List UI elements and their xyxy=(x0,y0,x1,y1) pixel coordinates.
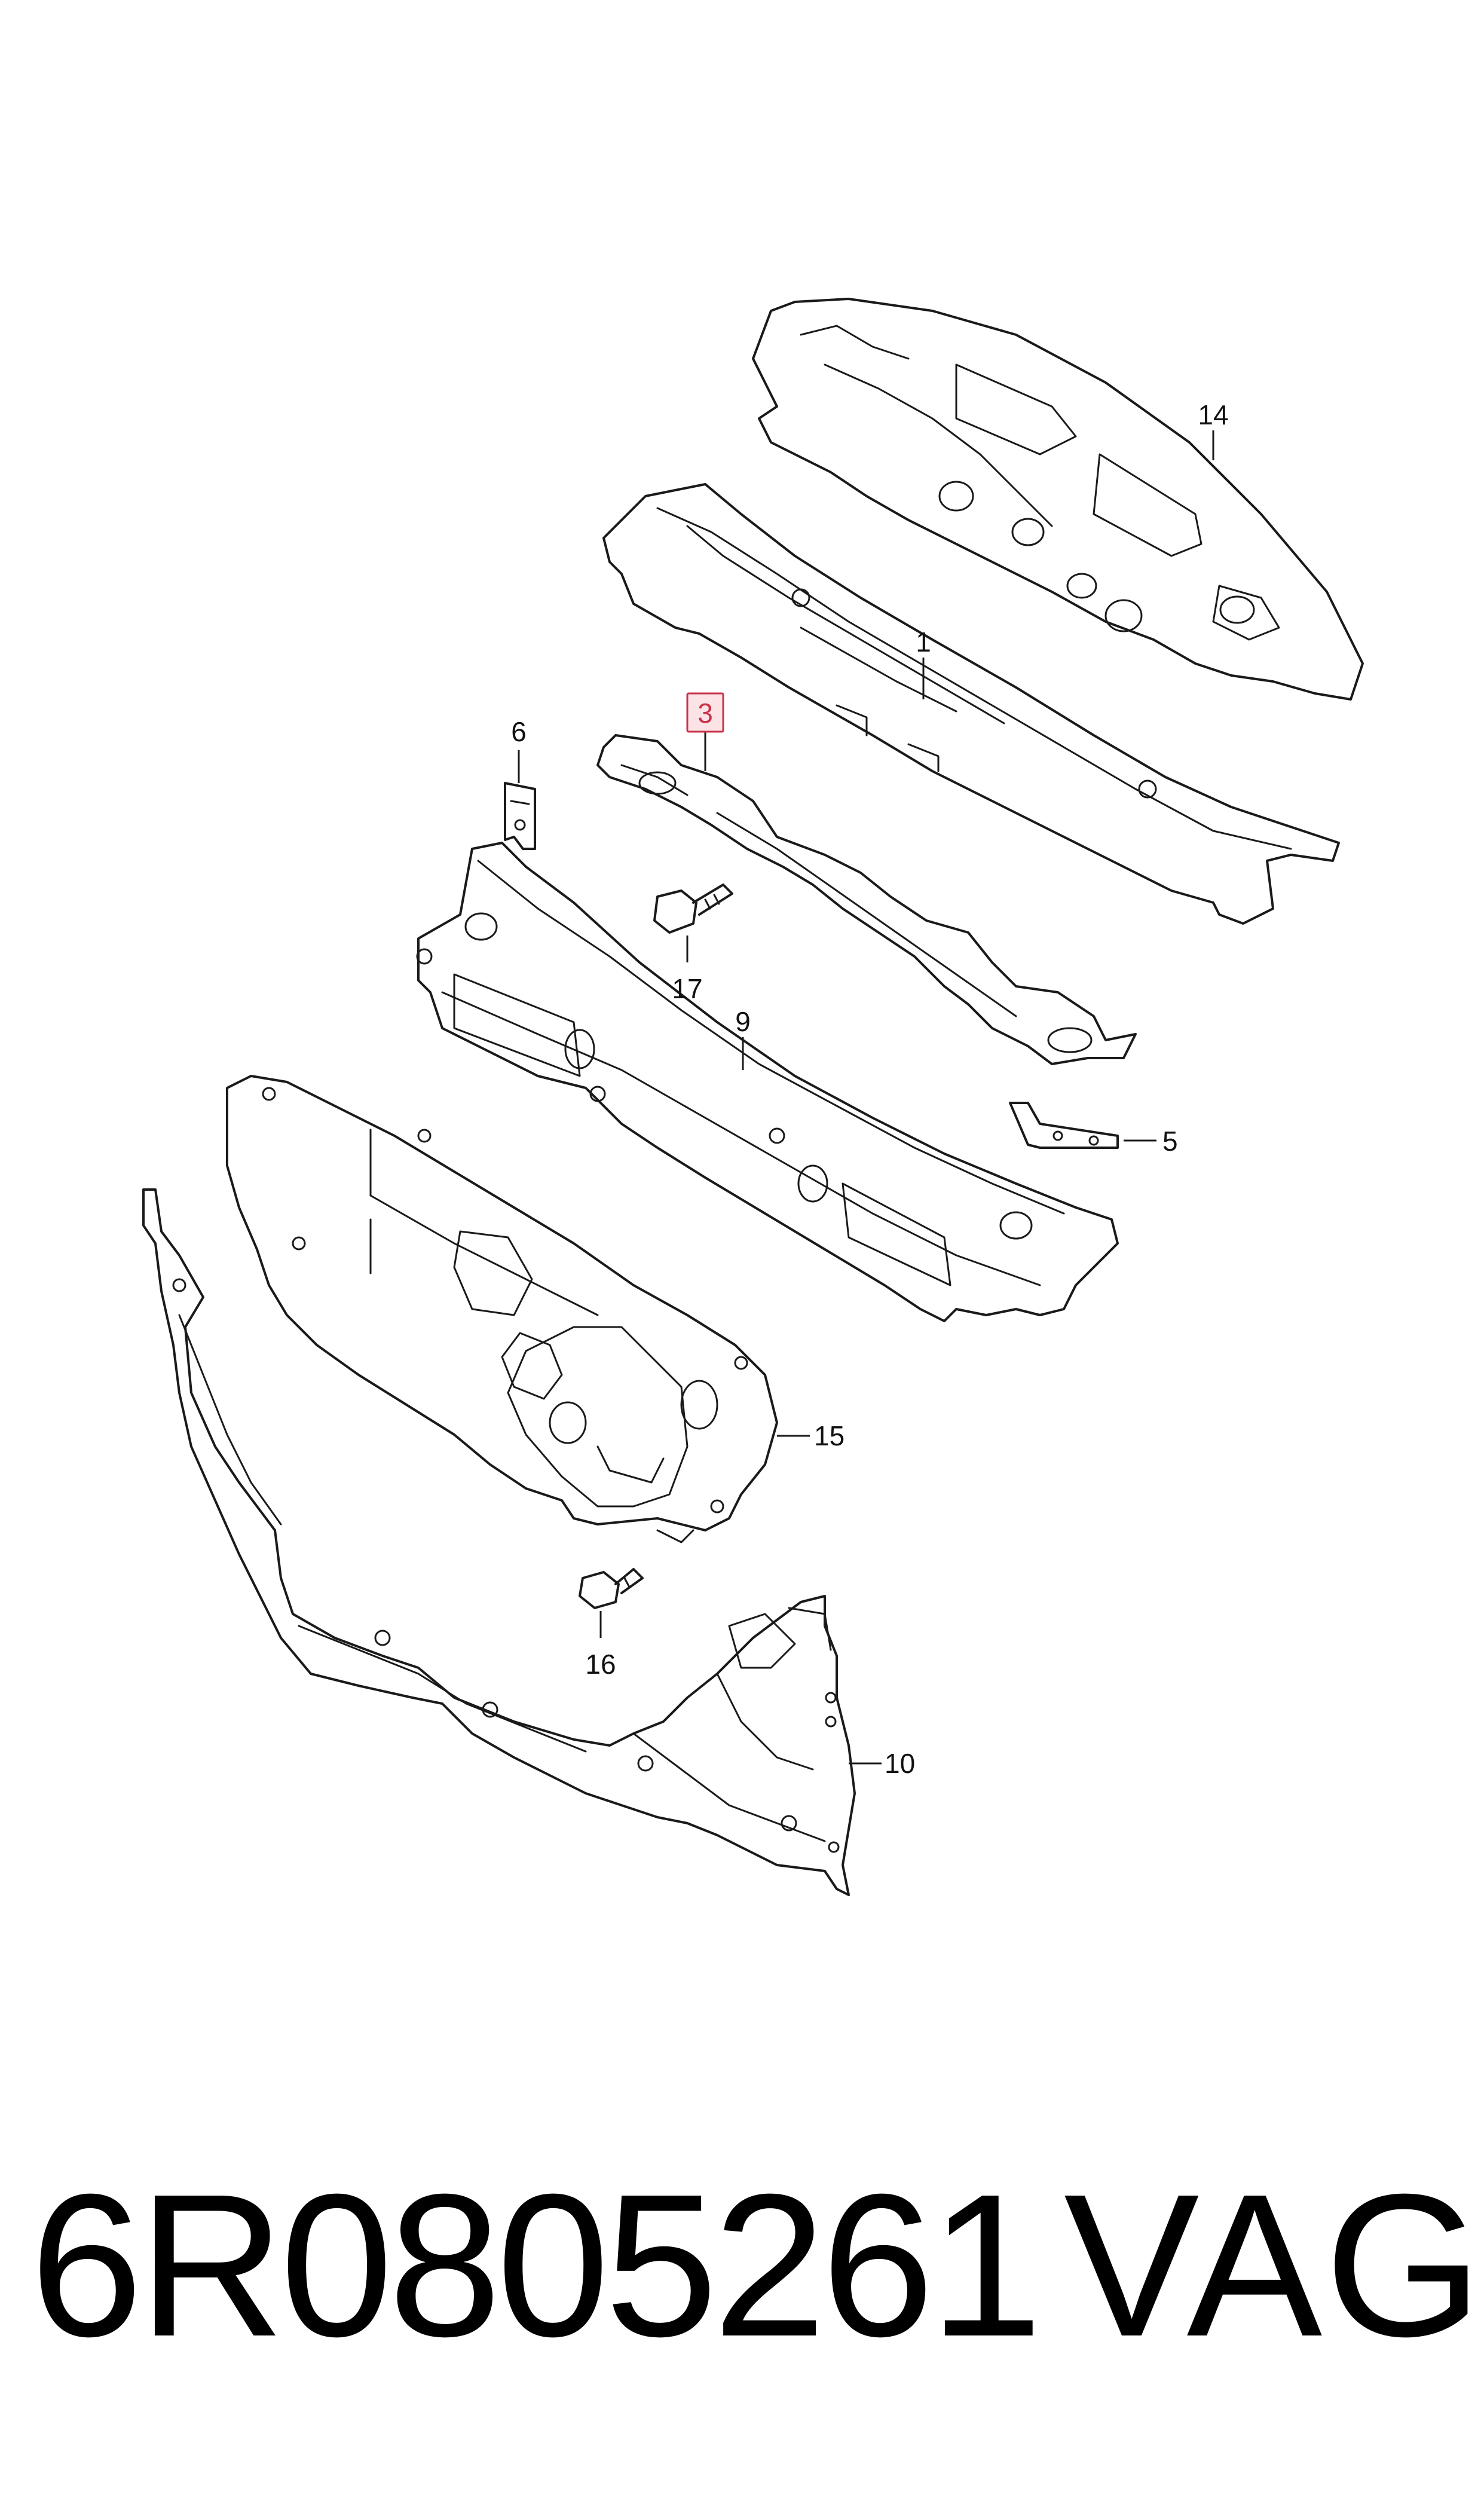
callout-15: 15 xyxy=(814,1420,844,1451)
part-16-bolt xyxy=(579,1568,644,1609)
part-1-cross-member xyxy=(602,483,1340,925)
callout-5: 5 xyxy=(1162,1126,1178,1157)
callout-3-highlight xyxy=(686,692,724,733)
part-number: 6R0805261 xyxy=(30,2152,1042,2379)
callout-9: 9 xyxy=(735,1006,751,1037)
part-5-plate xyxy=(1009,1102,1119,1149)
footer: 6R0805261 VAG xyxy=(0,2152,1484,2379)
callout-6: 6 xyxy=(511,716,527,747)
brand-label: VAG xyxy=(1064,2152,1484,2379)
part-10-frame xyxy=(142,1188,856,1896)
callout-1: 1 xyxy=(916,626,931,658)
callout-10: 10 xyxy=(885,1748,915,1779)
callout-16: 16 xyxy=(585,1649,616,1680)
callout-3: 3 xyxy=(697,698,713,729)
part-15-insulation xyxy=(226,1075,778,1543)
part-17-bolt xyxy=(653,883,733,934)
part-14-panel xyxy=(752,298,1364,701)
callout-14: 14 xyxy=(1198,399,1228,430)
callout-17: 17 xyxy=(672,973,702,1004)
part-6-bracket xyxy=(504,782,536,850)
part-9-plenum xyxy=(416,842,1119,1322)
part-3-seal xyxy=(596,734,1137,1065)
